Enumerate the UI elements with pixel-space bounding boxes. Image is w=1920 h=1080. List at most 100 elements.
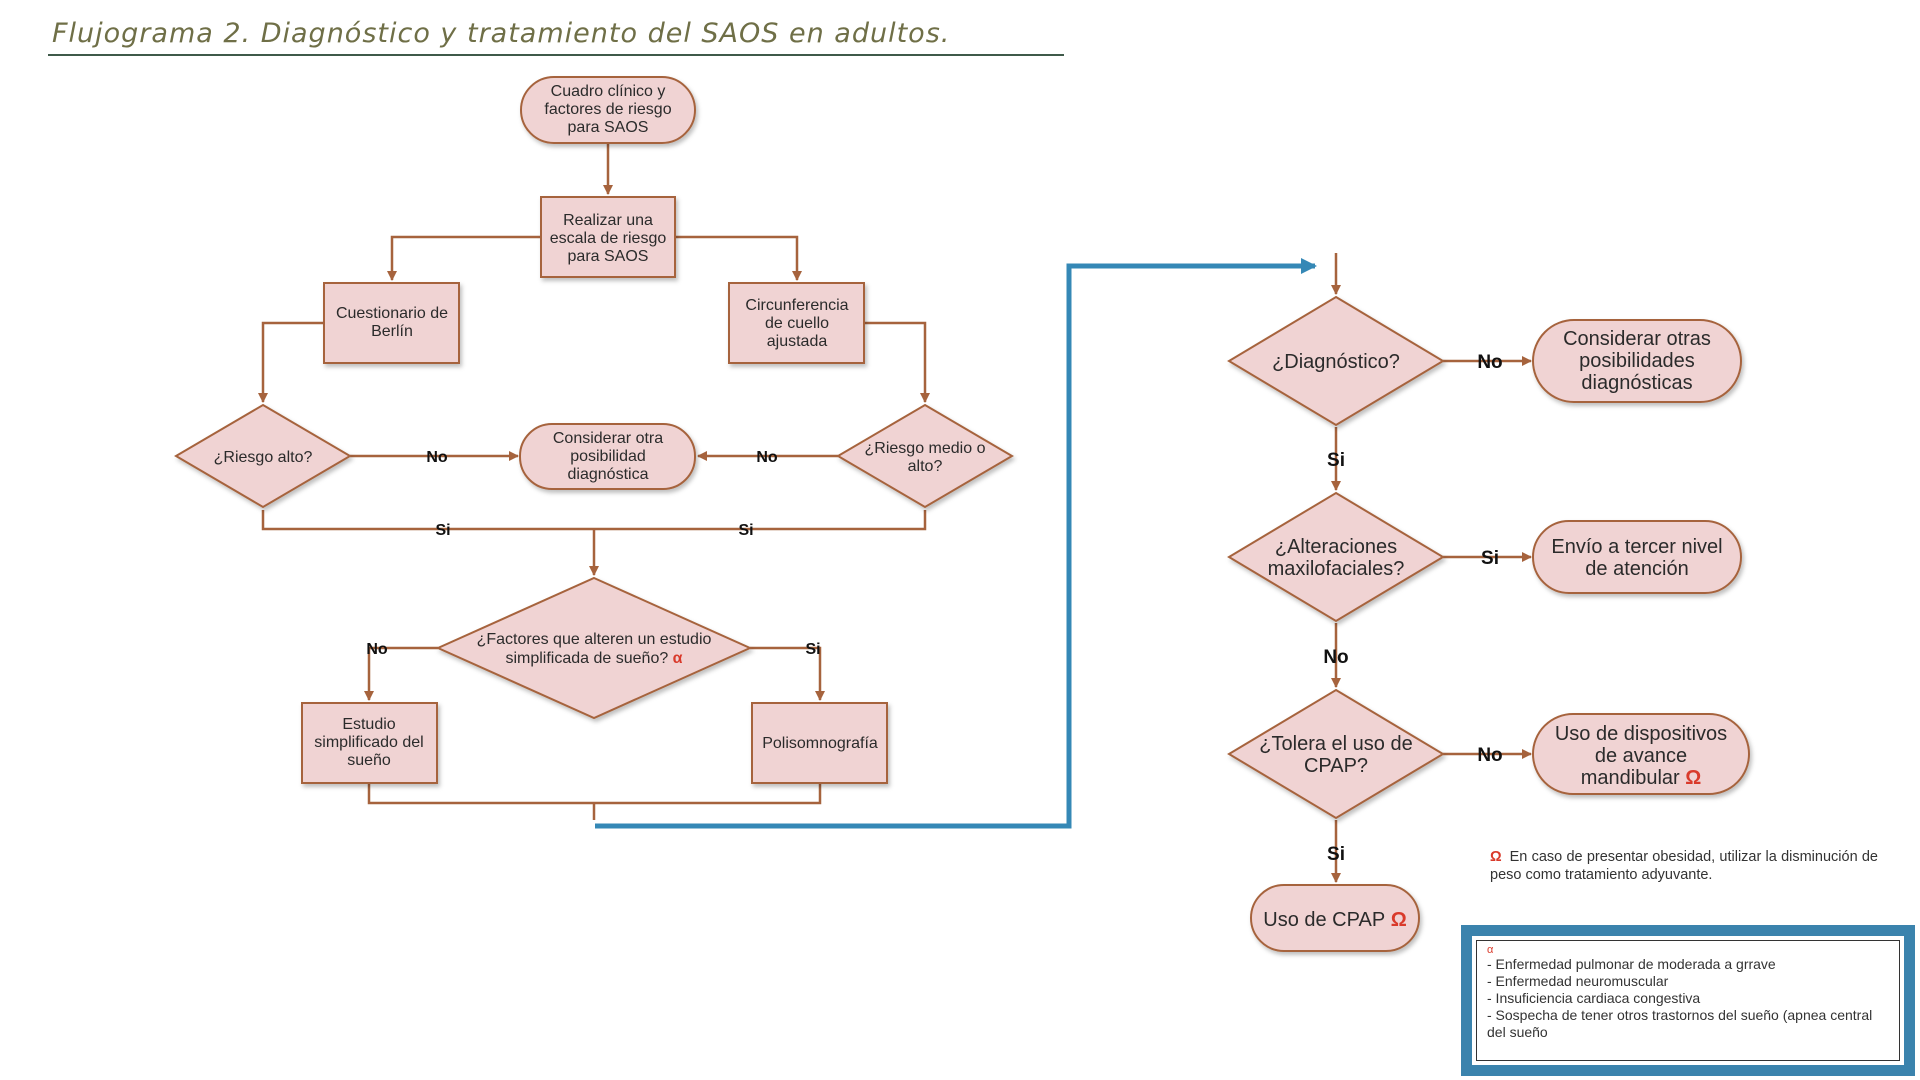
node-label-line: mandibular — [1581, 767, 1680, 789]
node-label-line: Cuadro clínico y — [551, 83, 666, 100]
edge-berlin-high — [258, 321, 324, 403]
footnote-mark: Ω — [1385, 909, 1407, 931]
node-label-line: para SAOS — [568, 248, 649, 265]
edge-label-tolera-no: No — [1477, 745, 1502, 766]
edge-label-medium-si: Si — [738, 522, 753, 539]
omega-note-text: En caso de presentar obesidad, utilizar … — [1490, 849, 1878, 883]
node-label-line: Envío a tercer nivel — [1551, 536, 1722, 558]
edge-label-diag-no: No — [1477, 352, 1502, 373]
edge-scale-neck — [675, 235, 802, 281]
edge-label-diag-si: Si — [1327, 450, 1345, 471]
node-label-line: ajustada — [767, 333, 828, 350]
node-label-line: Estudio — [342, 716, 395, 733]
node-high-risk: ¿Riesgo alto? — [174, 403, 352, 509]
node-label-line: Considerar otra — [553, 430, 663, 447]
node-label-line: ¿Diagnóstico? — [1272, 351, 1400, 373]
alpha-symbol: α — [1487, 944, 1494, 956]
node-label-line: alto? — [908, 458, 943, 475]
node-label: Polisomnografía — [762, 735, 878, 752]
node-label-line: Berlín — [371, 323, 413, 340]
node-label-line: ¿Factores que alteren un estudio — [477, 631, 712, 648]
node-label-line: diagnósticas — [1581, 372, 1692, 394]
alpha-item: - Insuficiencia cardiaca congestiva — [1487, 990, 1701, 1006]
node-label: ¿Riesgo alto? — [214, 449, 313, 466]
title-underline — [48, 54, 1064, 56]
node-factors: ¿Factores que alteren un estudio simplifi… — [435, 576, 753, 720]
node-label-line: CPAP? — [1304, 755, 1368, 777]
factors-label: ¿Factores que alteren un estudio simplifi… — [477, 631, 712, 667]
node-label-line: Cuestionario de — [336, 305, 448, 322]
node-label-line: Polisomnografía — [762, 735, 878, 752]
edge-label-maxilo-no: No — [1323, 647, 1348, 668]
edge-neck-medium — [864, 321, 930, 403]
alpha-item: - Enfermedad neuromuscular — [1487, 973, 1669, 989]
node-label-line: ¿Tolera el uso de — [1259, 733, 1412, 755]
node-label-line: maxilofaciales? — [1268, 558, 1405, 580]
node-label-line: ¿Riesgo alto? — [214, 449, 313, 466]
edge-label-maxilo-si: Si — [1481, 548, 1499, 569]
node-label: ¿Diagnóstico? — [1272, 351, 1400, 373]
node-polysomnography: Polisomnografía — [751, 702, 888, 784]
edge-si-join — [261, 510, 927, 531]
diagram-title: Flujograma 2. Diagnóstico y tratamiento … — [52, 18, 951, 49]
node-label-line: de atención — [1585, 558, 1688, 580]
node-label-line: de avance — [1595, 745, 1687, 767]
node-label-line: Circunferencia — [745, 297, 848, 314]
node-label-line: ¿Riesgo medio o — [865, 440, 986, 457]
alpha-footnote-box: α - Enfermedad pulmonar de moderada a gr… — [1461, 925, 1915, 1076]
node-label-line: Realizar una — [563, 212, 653, 229]
node-label-line: ¿Alteraciones — [1275, 536, 1397, 558]
node-label-line: factores de riesgo — [544, 101, 671, 118]
omega-symbol: Ω — [1490, 849, 1502, 865]
node-label-line: simplificado del — [314, 734, 423, 751]
node-label-line: de cuello — [765, 315, 829, 332]
left-edges — [258, 143, 930, 820]
node-label-line: escala de riesgo — [550, 230, 667, 247]
edge-factors-simple — [364, 646, 438, 701]
cpap-label: Uso de CPAP Ω — [1263, 909, 1407, 931]
node-label-line: simplificada de sueño? — [505, 650, 668, 667]
node-label-line: posibilidades — [1579, 350, 1695, 372]
node-label-line: Uso de CPAP — [1263, 909, 1385, 931]
footnote-mark: Ω — [1680, 767, 1702, 789]
right-edges — [1331, 253, 1532, 883]
edge-label-factors-no: No — [366, 641, 388, 658]
edge-factors-psg — [750, 646, 825, 701]
alpha-footnote-content: α - Enfermedad pulmonar de moderada a gr… — [1476, 940, 1900, 1061]
node-label-line: sueño — [347, 752, 391, 769]
edge-label-high-no: No — [426, 449, 448, 466]
edge-bottom-join — [367, 783, 822, 805]
edge-label-medium-no: No — [756, 449, 778, 466]
edge-label-tolera-si: Si — [1327, 844, 1345, 865]
footnote-mark: α — [668, 650, 682, 667]
node-label-line: posibilidad — [570, 448, 646, 465]
node-label-line: Uso de dispositivos — [1555, 723, 1727, 745]
edge-label-factors-si: Si — [805, 641, 820, 658]
connector-to-right-panel — [595, 258, 1317, 829]
edge-label-high-si: Si — [435, 522, 450, 539]
node-label-line: diagnóstica — [568, 466, 649, 483]
alpha-item: - Enfermedad pulmonar de moderada a grra… — [1487, 956, 1776, 972]
